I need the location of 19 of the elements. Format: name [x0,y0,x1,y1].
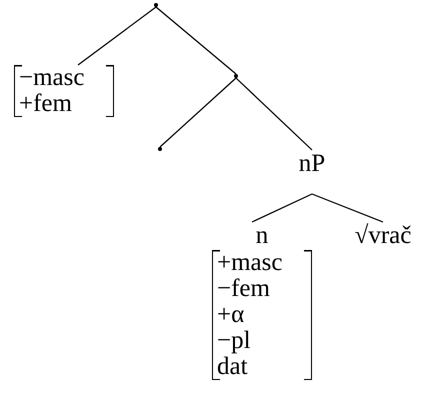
tree-branch [78,6,156,66]
feature-value: −masc [19,65,86,91]
junction-point [234,74,238,78]
feature-value: +masc [217,250,284,276]
tree-branch [252,193,312,223]
node-label: √vrač [354,222,412,250]
tree-branch [156,6,236,74]
tree-branch [236,78,312,150]
feature-value: +fem [19,91,73,117]
node-label: nP [298,150,326,178]
feature-value: −pl [217,328,252,354]
node-label: n [256,222,268,250]
feature-value: dat [217,354,248,380]
junction-point [158,147,162,151]
tree-branch [160,78,236,148]
feature-value: −fem [217,276,271,302]
feature-value: +α [217,302,246,328]
tree-branch [312,193,384,223]
junction-point [154,3,158,7]
